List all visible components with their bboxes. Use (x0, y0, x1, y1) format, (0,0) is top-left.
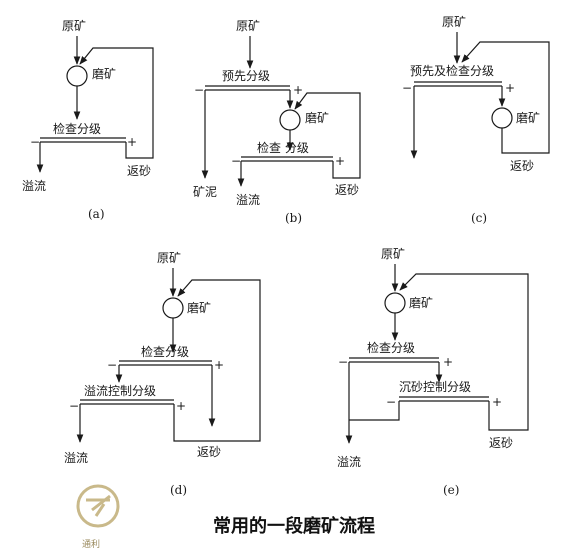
company-logo: 通利 (76, 484, 120, 550)
recycle-label: 返砂 (335, 183, 359, 197)
recycle-label: 返砂 (197, 445, 221, 459)
mill-label: 磨矿 (305, 111, 329, 125)
diagram-e: 原矿 磨矿 检查分级 − + 溢流 沉砂控制分级 − + 返砂 (e) (337, 247, 529, 497)
classifier-label: 检查分级 (367, 340, 415, 355)
feed-label: 原矿 (236, 19, 260, 33)
overflow-label: 溢流 (337, 455, 361, 469)
recycle-line (173, 279, 261, 442)
overflow-label: 溢流 (64, 451, 88, 465)
mill-circle (384, 292, 406, 314)
fines-line (349, 401, 400, 421)
plus-sign: + (443, 355, 453, 369)
classifier-label: 检查分级 (53, 121, 101, 136)
caption-b: (b) (285, 211, 302, 225)
mill-label: 磨矿 (516, 111, 540, 125)
logo-mark (86, 494, 111, 517)
overflow-label: 溢流 (22, 179, 46, 193)
mill-label: 磨矿 (409, 296, 433, 310)
plus-sign: + (293, 83, 303, 97)
caption-d: (d) (170, 483, 187, 497)
classifier-label: 预先及检查分级 (410, 63, 494, 78)
classifier-label: 沉砂控制分级 (399, 380, 471, 394)
plus-sign: + (335, 154, 345, 168)
minus-sign: − (107, 358, 117, 372)
recycle-label: 返砂 (127, 164, 151, 178)
plus-sign: + (505, 81, 515, 95)
diagram-a: 原矿 磨矿 检查分级 − + 溢流 返砂 (a) (22, 19, 154, 221)
mill-circle (162, 297, 184, 319)
mill-label: 磨矿 (92, 67, 116, 81)
minus-sign: − (194, 83, 204, 97)
classifier-label: 检查 分级 (257, 140, 309, 155)
figure-title: 常用的一段磨矿流程 (213, 515, 375, 537)
logo-ring (76, 484, 120, 528)
slime-label: 矿泥 (193, 185, 217, 199)
recycle-line (79, 47, 154, 159)
classifier-label: 检查分级 (141, 344, 189, 359)
recycle-line (399, 273, 529, 431)
diagram-b: 原矿 预先分级 − + 矿泥 磨矿 检查 分级 − + 溢流 返砂 (b) (193, 19, 361, 225)
caption-c: (c) (471, 211, 487, 225)
recycle-line (461, 41, 550, 154)
diagram-d: 原矿 磨矿 检查分级 − + 溢流控制分级 − + 溢流 返砂 (d) (64, 251, 261, 497)
feed-label: 原矿 (442, 15, 466, 29)
recycle-line (294, 92, 361, 179)
plus-sign: + (127, 135, 137, 149)
plus-sign: + (214, 358, 224, 372)
plus-sign: + (176, 399, 186, 413)
classifier-label: 预先分级 (222, 69, 270, 83)
minus-sign: − (30, 135, 40, 149)
mill-label: 磨矿 (187, 301, 211, 315)
diagram-c: 原矿 预先及检查分级 − + 磨矿 返砂 (c) (402, 15, 550, 225)
feed-label: 原矿 (62, 19, 86, 33)
logo-text: 通利 (82, 538, 100, 550)
mill-circle (66, 65, 88, 87)
minus-sign: − (386, 395, 396, 409)
mill-circle (491, 107, 513, 129)
feed-label: 原矿 (157, 251, 181, 265)
caption-a: (a) (88, 207, 105, 221)
recycle-label: 返砂 (510, 159, 534, 173)
feed-label: 原矿 (381, 247, 405, 261)
overflow-label: 溢流 (236, 193, 260, 207)
minus-sign: − (402, 81, 412, 95)
minus-sign: − (231, 154, 241, 168)
plus-sign: + (492, 395, 502, 409)
minus-sign: − (338, 355, 348, 369)
minus-sign: − (69, 399, 79, 413)
mill-circle (279, 109, 301, 131)
recycle-label: 返砂 (489, 436, 513, 450)
classifier-label: 溢流控制分级 (84, 384, 156, 398)
caption-e: (e) (443, 483, 459, 497)
